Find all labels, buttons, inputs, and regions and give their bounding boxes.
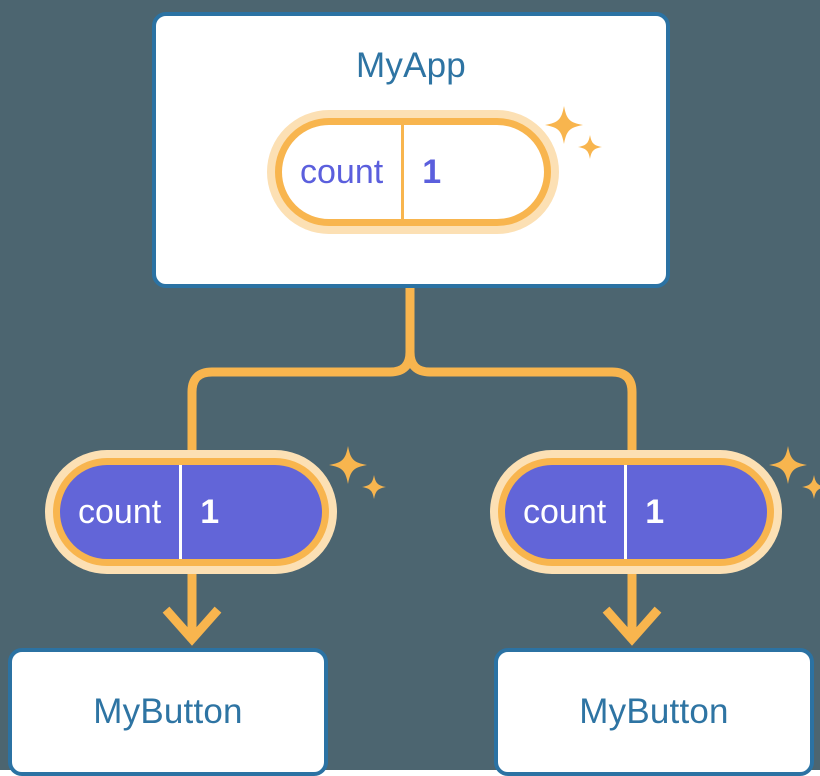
mybutton-left-state-pill[interactable]: count 1 <box>53 458 329 566</box>
mybutton-right-title: MyButton <box>579 692 729 731</box>
mybutton-left-component-box[interactable]: MyButton <box>8 648 328 776</box>
arrow-head-left-icon <box>162 606 222 646</box>
mybutton-left-state-key: count <box>78 493 162 531</box>
mybutton-left-state-value: 1 <box>179 465 237 559</box>
mybutton-left-sparkle-cluster <box>322 442 392 517</box>
myapp-title: MyApp <box>356 46 466 85</box>
myapp-state-pill[interactable]: count 1 <box>275 118 551 226</box>
myapp-state-key: count <box>300 153 384 191</box>
sparkle-small-icon <box>362 475 386 499</box>
sparkle-large-icon <box>329 446 367 484</box>
sparkle-large-icon <box>769 446 807 484</box>
sparkle-small-icon <box>802 475 820 499</box>
arrow-head-right-icon <box>602 606 662 646</box>
mybutton-right-state-value: 1 <box>624 465 682 559</box>
connector-branch-right <box>405 347 637 457</box>
mybutton-right-state-pill[interactable]: count 1 <box>498 458 774 566</box>
mybutton-right-state-key: count <box>523 493 607 531</box>
mybutton-right-component-box[interactable]: MyButton <box>494 648 814 776</box>
connector-branch-left <box>187 347 415 457</box>
mybutton-left-title: MyButton <box>93 692 243 731</box>
myapp-state-value: 1 <box>401 125 459 219</box>
